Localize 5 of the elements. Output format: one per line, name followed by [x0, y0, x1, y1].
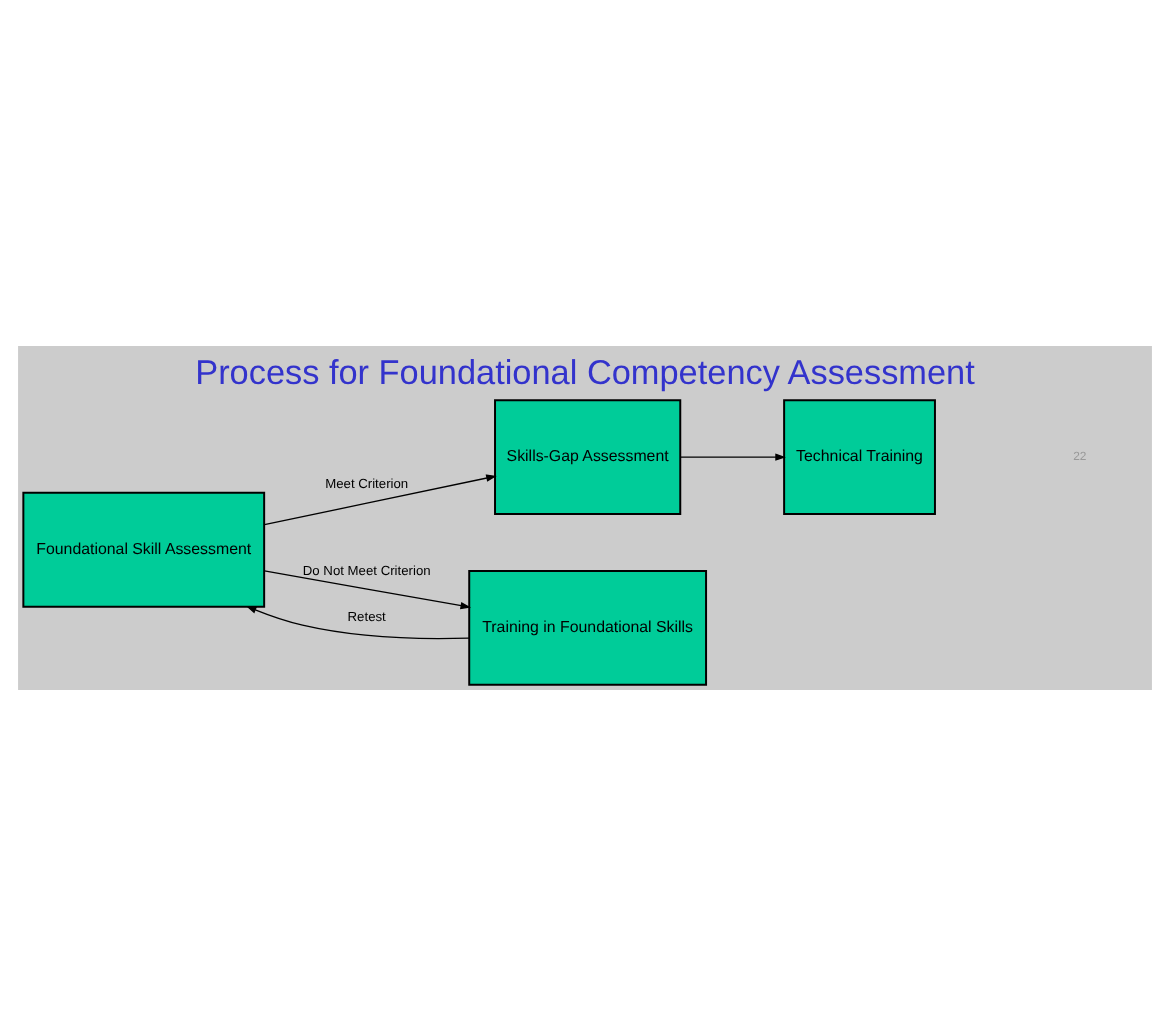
arrow — [263, 473, 497, 525]
arrow — [245, 604, 470, 639]
arrow — [679, 452, 786, 460]
diagram-title: Process for Foundational Competency Assessment — [195, 351, 975, 392]
arrow — [263, 569, 472, 609]
